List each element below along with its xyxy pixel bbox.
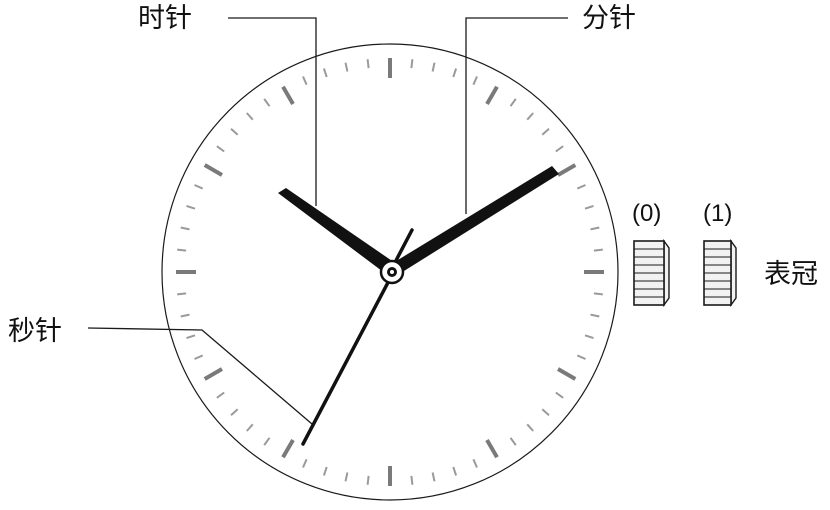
minute-tick: [180, 313, 190, 318]
hour-tick: [485, 438, 499, 459]
minute-tick: [194, 184, 204, 190]
hour-tick: [485, 85, 499, 106]
hour-hand: [278, 188, 398, 274]
minute-tick: [246, 112, 254, 121]
minute-tick: [322, 466, 328, 476]
minute-tick: [302, 458, 308, 468]
hour-tick: [556, 367, 577, 381]
minute-tick: [590, 313, 600, 318]
second-hand-leader: [87, 327, 313, 425]
minute-tick: [263, 98, 271, 107]
minute-tick: [584, 334, 594, 340]
minute-tick: [344, 62, 349, 72]
crown-position-0-label: (0): [632, 200, 662, 227]
minute-tick: [302, 76, 308, 86]
minute-tick: [472, 458, 478, 468]
hour-tick: [203, 367, 224, 381]
minute-tick: [410, 59, 414, 69]
minute-tick: [452, 466, 458, 476]
hour-hand-leader: [228, 17, 317, 206]
minute-tick: [526, 423, 534, 432]
minute-tick: [186, 204, 196, 210]
crown-label: 表冠: [764, 259, 818, 290]
minute-tick: [246, 423, 254, 432]
dial-ticks: [176, 58, 604, 486]
minute-tick: [555, 391, 564, 399]
minute-tick: [509, 98, 517, 107]
minute-tick: [576, 184, 586, 190]
minute-tick: [344, 472, 349, 482]
minute-hand-label: 分针: [582, 3, 636, 34]
hour-tick: [556, 163, 577, 177]
minute-hand-leader: [465, 17, 568, 214]
hour-tick: [281, 85, 295, 106]
minute-tick: [366, 59, 370, 69]
minute-tick: [541, 128, 550, 136]
crown-position-1-label: (1): [703, 200, 733, 227]
minute-tick: [410, 475, 414, 485]
minute-tick: [509, 437, 517, 446]
hour-hand-label: 时针: [138, 3, 192, 34]
minute-tick: [216, 145, 225, 153]
second-hand: [301, 271, 395, 446]
minute-tick: [431, 62, 436, 72]
minute-tick: [452, 68, 458, 78]
minute-tick: [541, 408, 550, 416]
crown-position-1: [703, 238, 737, 308]
minute-tick: [590, 226, 600, 231]
minute-tick: [431, 472, 436, 482]
minute-tick: [230, 408, 239, 416]
minute-tick: [322, 68, 328, 78]
minute-tick: [576, 354, 586, 360]
second-hand-label: 秒针: [8, 316, 62, 347]
minute-tick: [230, 128, 239, 136]
dial-outline: [161, 43, 619, 501]
minute-tick: [366, 475, 370, 485]
minute-tick: [216, 391, 225, 399]
crown-position-0: [633, 238, 670, 308]
hour-tick: [203, 163, 224, 177]
minute-tick: [593, 248, 603, 252]
minute-tick: [177, 292, 187, 296]
minute-tick: [584, 204, 594, 210]
minute-tick: [194, 354, 204, 360]
minute-tick: [472, 76, 478, 86]
minute-tick: [177, 248, 187, 252]
minute-tick: [526, 112, 534, 121]
minute-tick: [263, 437, 271, 446]
minute-tick: [180, 226, 190, 231]
minute-tick: [186, 334, 196, 340]
minute-hand: [388, 166, 559, 276]
minute-tick: [555, 145, 564, 153]
minute-tick: [593, 292, 603, 296]
center-hub-pin: [390, 270, 394, 274]
hour-tick: [281, 438, 295, 459]
